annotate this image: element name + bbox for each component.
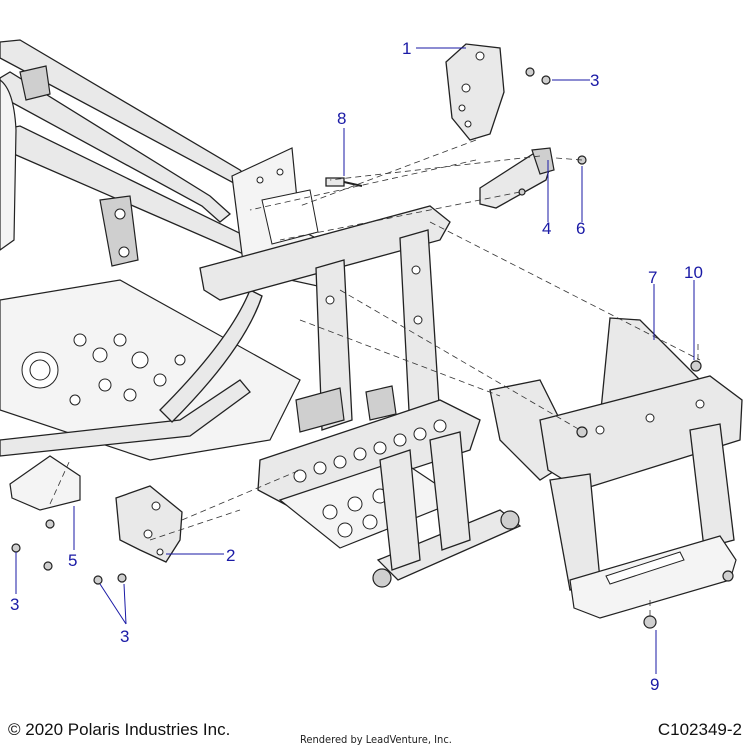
part-8-bolt	[325, 177, 363, 187]
callout-9: 9	[650, 675, 659, 694]
rendered-by-credit: Rendered by LeadVenture, Inc.	[300, 733, 452, 746]
callout-3-bottom: 3	[120, 627, 129, 646]
leader-lines	[15, 47, 695, 674]
frame-assembly	[0, 39, 301, 461]
callout-3-top: 3	[590, 71, 599, 90]
callout-1: 1	[402, 39, 411, 58]
floor-pan-holes	[21, 333, 186, 406]
callouts: 1 2 3 3 3 4 5 6 7 8 9 10	[10, 39, 703, 694]
part-2-bracket	[93, 485, 183, 585]
copyright-notice: © 2020 Polaris Industries Inc.	[8, 720, 231, 739]
part-5-plate	[9, 455, 81, 571]
part-1-bracket	[445, 43, 551, 141]
part-4-bracket	[479, 147, 587, 209]
callout-7: 7	[648, 268, 657, 287]
callout-2: 2	[226, 546, 235, 565]
callout-6: 6	[576, 219, 585, 238]
callout-4: 4	[542, 219, 551, 238]
callout-10: 10	[684, 263, 703, 282]
part-7-bumper	[489, 317, 743, 629]
callout-5: 5	[68, 551, 77, 570]
callout-3-left: 3	[10, 595, 19, 614]
front-tower	[199, 147, 522, 588]
assembly-lines	[49, 139, 701, 616]
lower-beam-holes	[293, 419, 447, 483]
callout-8: 8	[337, 109, 346, 128]
diagram-code: C102349-2	[657, 720, 742, 739]
